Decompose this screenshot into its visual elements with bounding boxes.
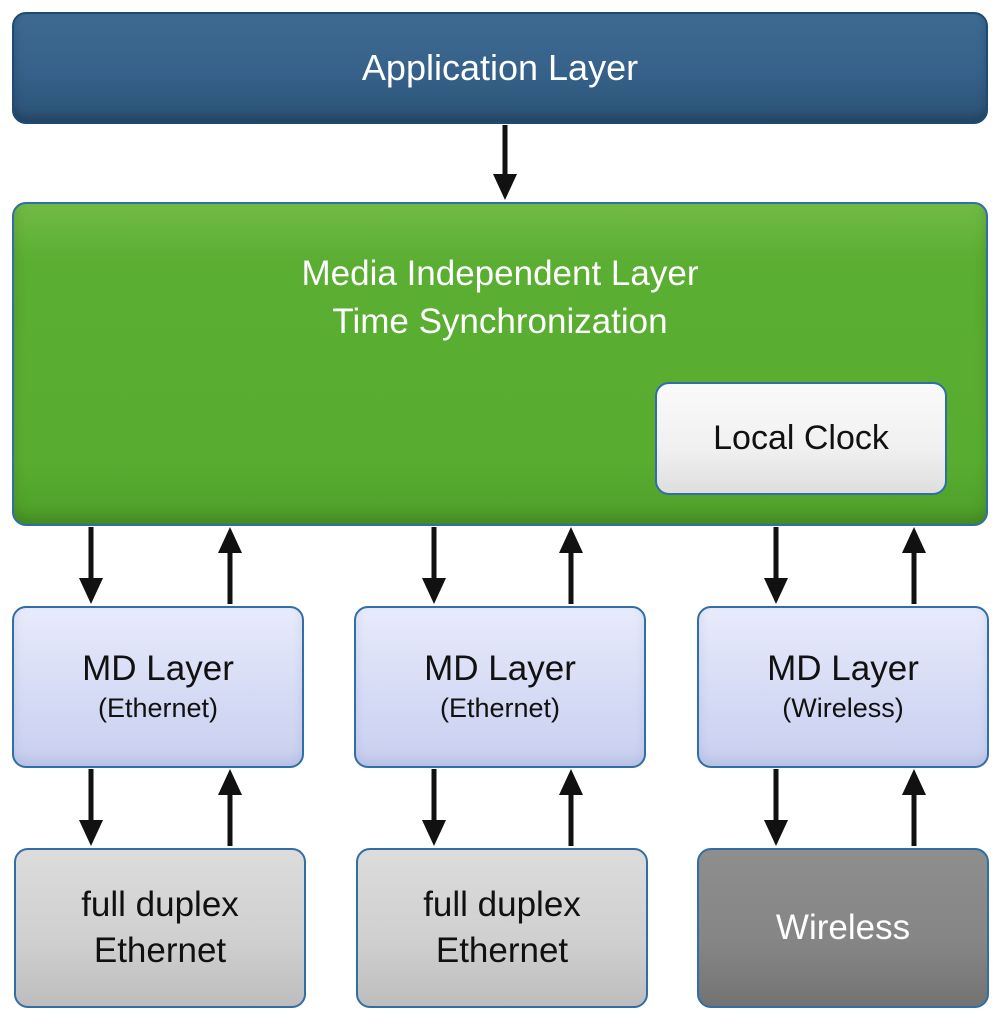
md-layer-title: MD Layer <box>424 649 576 688</box>
arrow-down-phys3 <box>764 769 788 846</box>
arrow-up-md1 <box>218 527 242 604</box>
arrow-up-phys1 <box>218 769 242 846</box>
local-clock-label: Local Clock <box>713 419 889 457</box>
arrow-down-phys1 <box>79 769 103 846</box>
md-layer-subtitle: (Ethernet) <box>439 693 561 723</box>
arrow-down-md3 <box>764 527 788 604</box>
arrow-up-phys2 <box>559 769 583 846</box>
md-layer-ethernet-2-box: MD Layer (Ethernet) <box>354 606 646 768</box>
physical-line1: Wireless <box>775 908 911 947</box>
physical-line2: Ethernet <box>93 931 227 970</box>
arrow-app-to-mil <box>493 125 517 200</box>
arrow-up-md2 <box>559 527 583 604</box>
md-layer-ethernet-1-box: MD Layer (Ethernet) <box>12 606 304 768</box>
media-independent-title: Media Independent Layer Time Synchroniza… <box>302 250 699 346</box>
physical-line1: full duplex <box>423 885 581 924</box>
local-clock-box: Local Clock <box>655 382 947 495</box>
md-layer-subtitle: (Ethernet) <box>97 693 219 723</box>
arrow-up-phys3 <box>902 769 926 846</box>
physical-line1: full duplex <box>81 885 239 924</box>
md-layer-subtitle: (Wireless) <box>782 693 904 723</box>
arrow-down-md1 <box>79 527 103 604</box>
md-layer-wireless-box: MD Layer (Wireless) <box>697 606 989 768</box>
arrow-down-md2 <box>422 527 446 604</box>
application-layer-box: Application Layer <box>12 12 988 124</box>
physical-ethernet-2-box: full duplex Ethernet <box>356 848 648 1008</box>
physical-wireless-box: Wireless <box>697 848 989 1008</box>
application-layer-label: Application Layer <box>361 47 639 88</box>
md-layer-title: MD Layer <box>767 649 919 688</box>
arrow-down-phys2 <box>422 769 446 846</box>
media-independent-line2: Time Synchronization <box>332 302 668 341</box>
media-independent-line1: Media Independent Layer <box>301 254 699 293</box>
md-layer-title: MD Layer <box>82 649 234 688</box>
arrow-up-md3 <box>902 527 926 604</box>
physical-ethernet-1-box: full duplex Ethernet <box>14 848 306 1008</box>
physical-line2: Ethernet <box>435 931 569 970</box>
